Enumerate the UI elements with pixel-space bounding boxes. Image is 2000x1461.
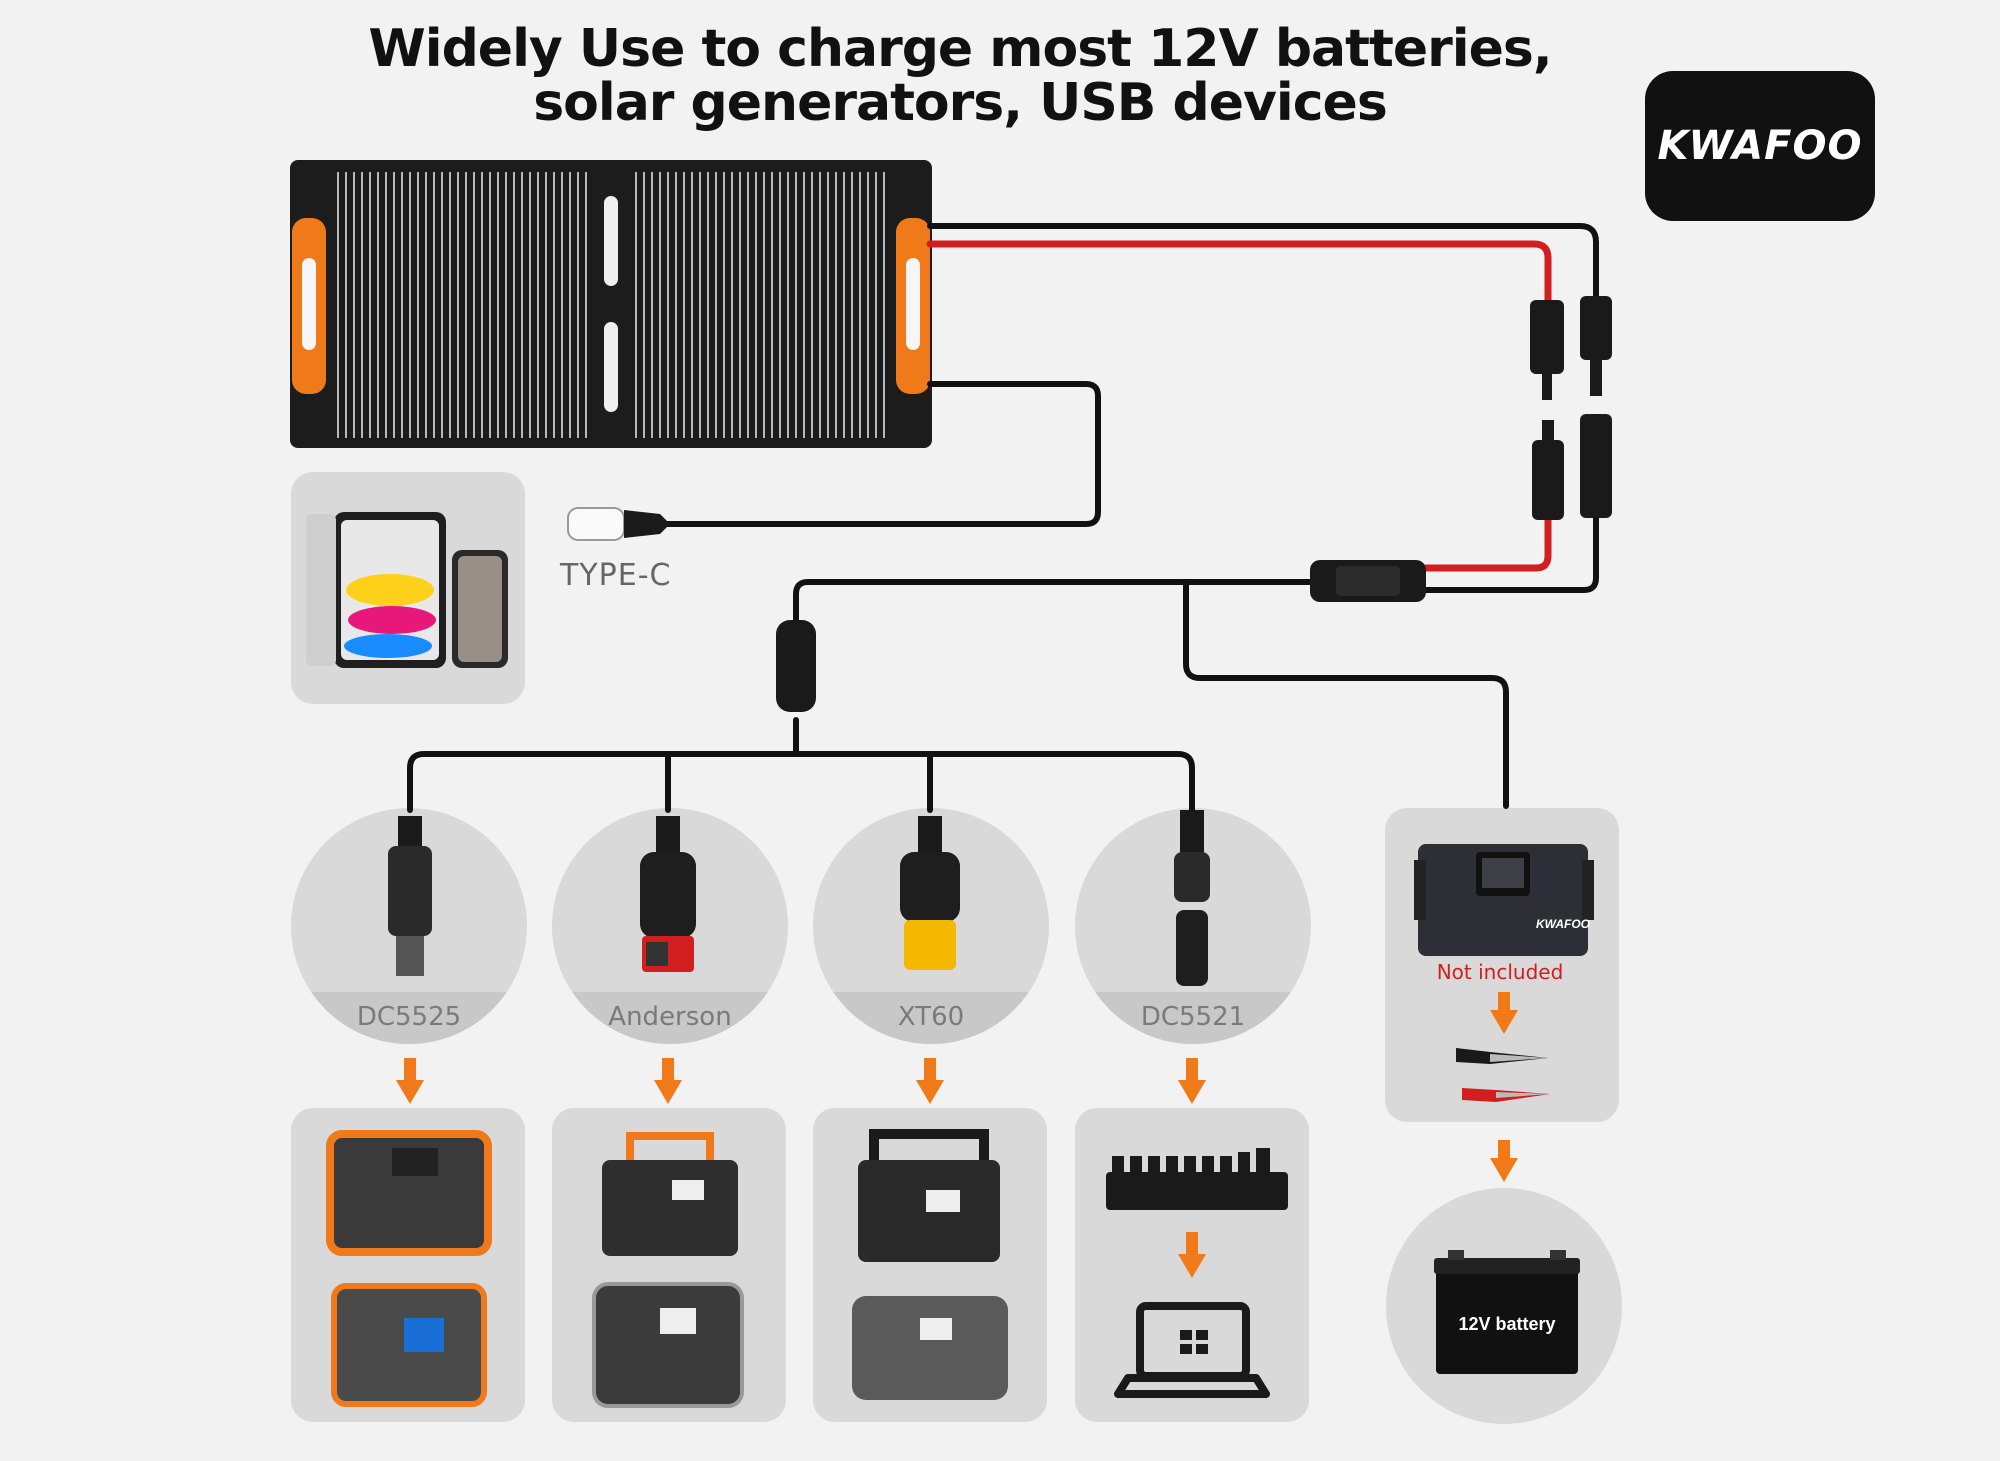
type-c-plug: [567, 507, 670, 541]
brand-logo-text: KWAFOO: [1657, 123, 1863, 169]
controller-not-included-label: Not included: [1436, 960, 1564, 984]
arrow-controller-clips: [1490, 992, 1518, 1034]
charge-controller-image: KWAFOO: [1414, 844, 1594, 956]
xt60-plug: [900, 816, 960, 970]
dc5525-plug: [388, 816, 432, 976]
mc4-connectors: [1530, 296, 1612, 520]
arrow-dc5521: [1178, 1058, 1206, 1104]
connector-label-xt60: XT60: [897, 1002, 965, 1032]
laptop-icon: [1114, 1302, 1270, 1398]
type-c-label: TYPE-C: [560, 558, 672, 593]
controller-brand: KWAFOO: [1536, 917, 1591, 931]
arrow-tips-laptop: [1178, 1232, 1206, 1278]
dc-tips-image: [1106, 1148, 1288, 1210]
alligator-clips-image: [1456, 1048, 1550, 1102]
connector-label-anderson: Anderson: [608, 1002, 732, 1032]
tablet-phone-image: [306, 512, 508, 668]
solar-panel: [290, 160, 932, 448]
battery-label: 12V battery: [1458, 1314, 1555, 1334]
cables: [407, 223, 1599, 813]
anderson-plug: [640, 816, 696, 972]
arrow-anderson: [654, 1058, 682, 1104]
arrow-to-battery: [1490, 1140, 1518, 1182]
inline-fuse: [776, 620, 816, 712]
dc5521-plug: [1174, 810, 1210, 986]
battery-image: 12V battery: [1434, 1250, 1580, 1374]
brand-logo: KWAFOO: [1645, 71, 1875, 221]
flow-arrows: [396, 992, 1518, 1278]
arrow-xt60: [916, 1058, 944, 1104]
title-line-2: solar generators, USB devices: [533, 73, 1388, 133]
power-station-images: [326, 1129, 1008, 1408]
page-title: Widely Use to charge most 12V batteries,…: [300, 22, 1620, 130]
arrow-dc5525: [396, 1058, 424, 1104]
connector-label-dc5525: DC5525: [356, 1002, 462, 1032]
connector-label-dc5521: DC5521: [1140, 1002, 1246, 1032]
title-line-1: Widely Use to charge most 12V batteries,: [368, 19, 1552, 79]
y-junction: [1310, 560, 1426, 602]
